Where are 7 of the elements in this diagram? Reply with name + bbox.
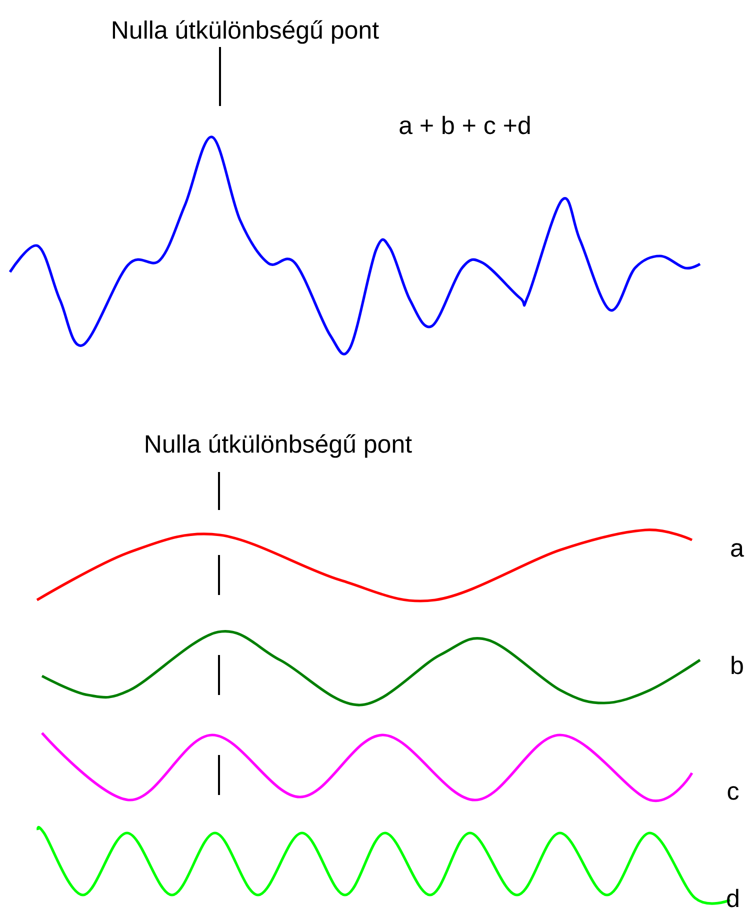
curve-label: d bbox=[727, 888, 738, 908]
curve-label: c bbox=[728, 786, 739, 800]
sum-formula-label: a + b + c +d bbox=[400, 116, 530, 134]
annotation-text: Nulla útkülönbségű pont bbox=[146, 434, 412, 458]
curve-label: a bbox=[731, 543, 744, 557]
annotation-text: Nulla útkülönbségű pont bbox=[112, 20, 379, 44]
curve-label: b bbox=[732, 656, 743, 674]
